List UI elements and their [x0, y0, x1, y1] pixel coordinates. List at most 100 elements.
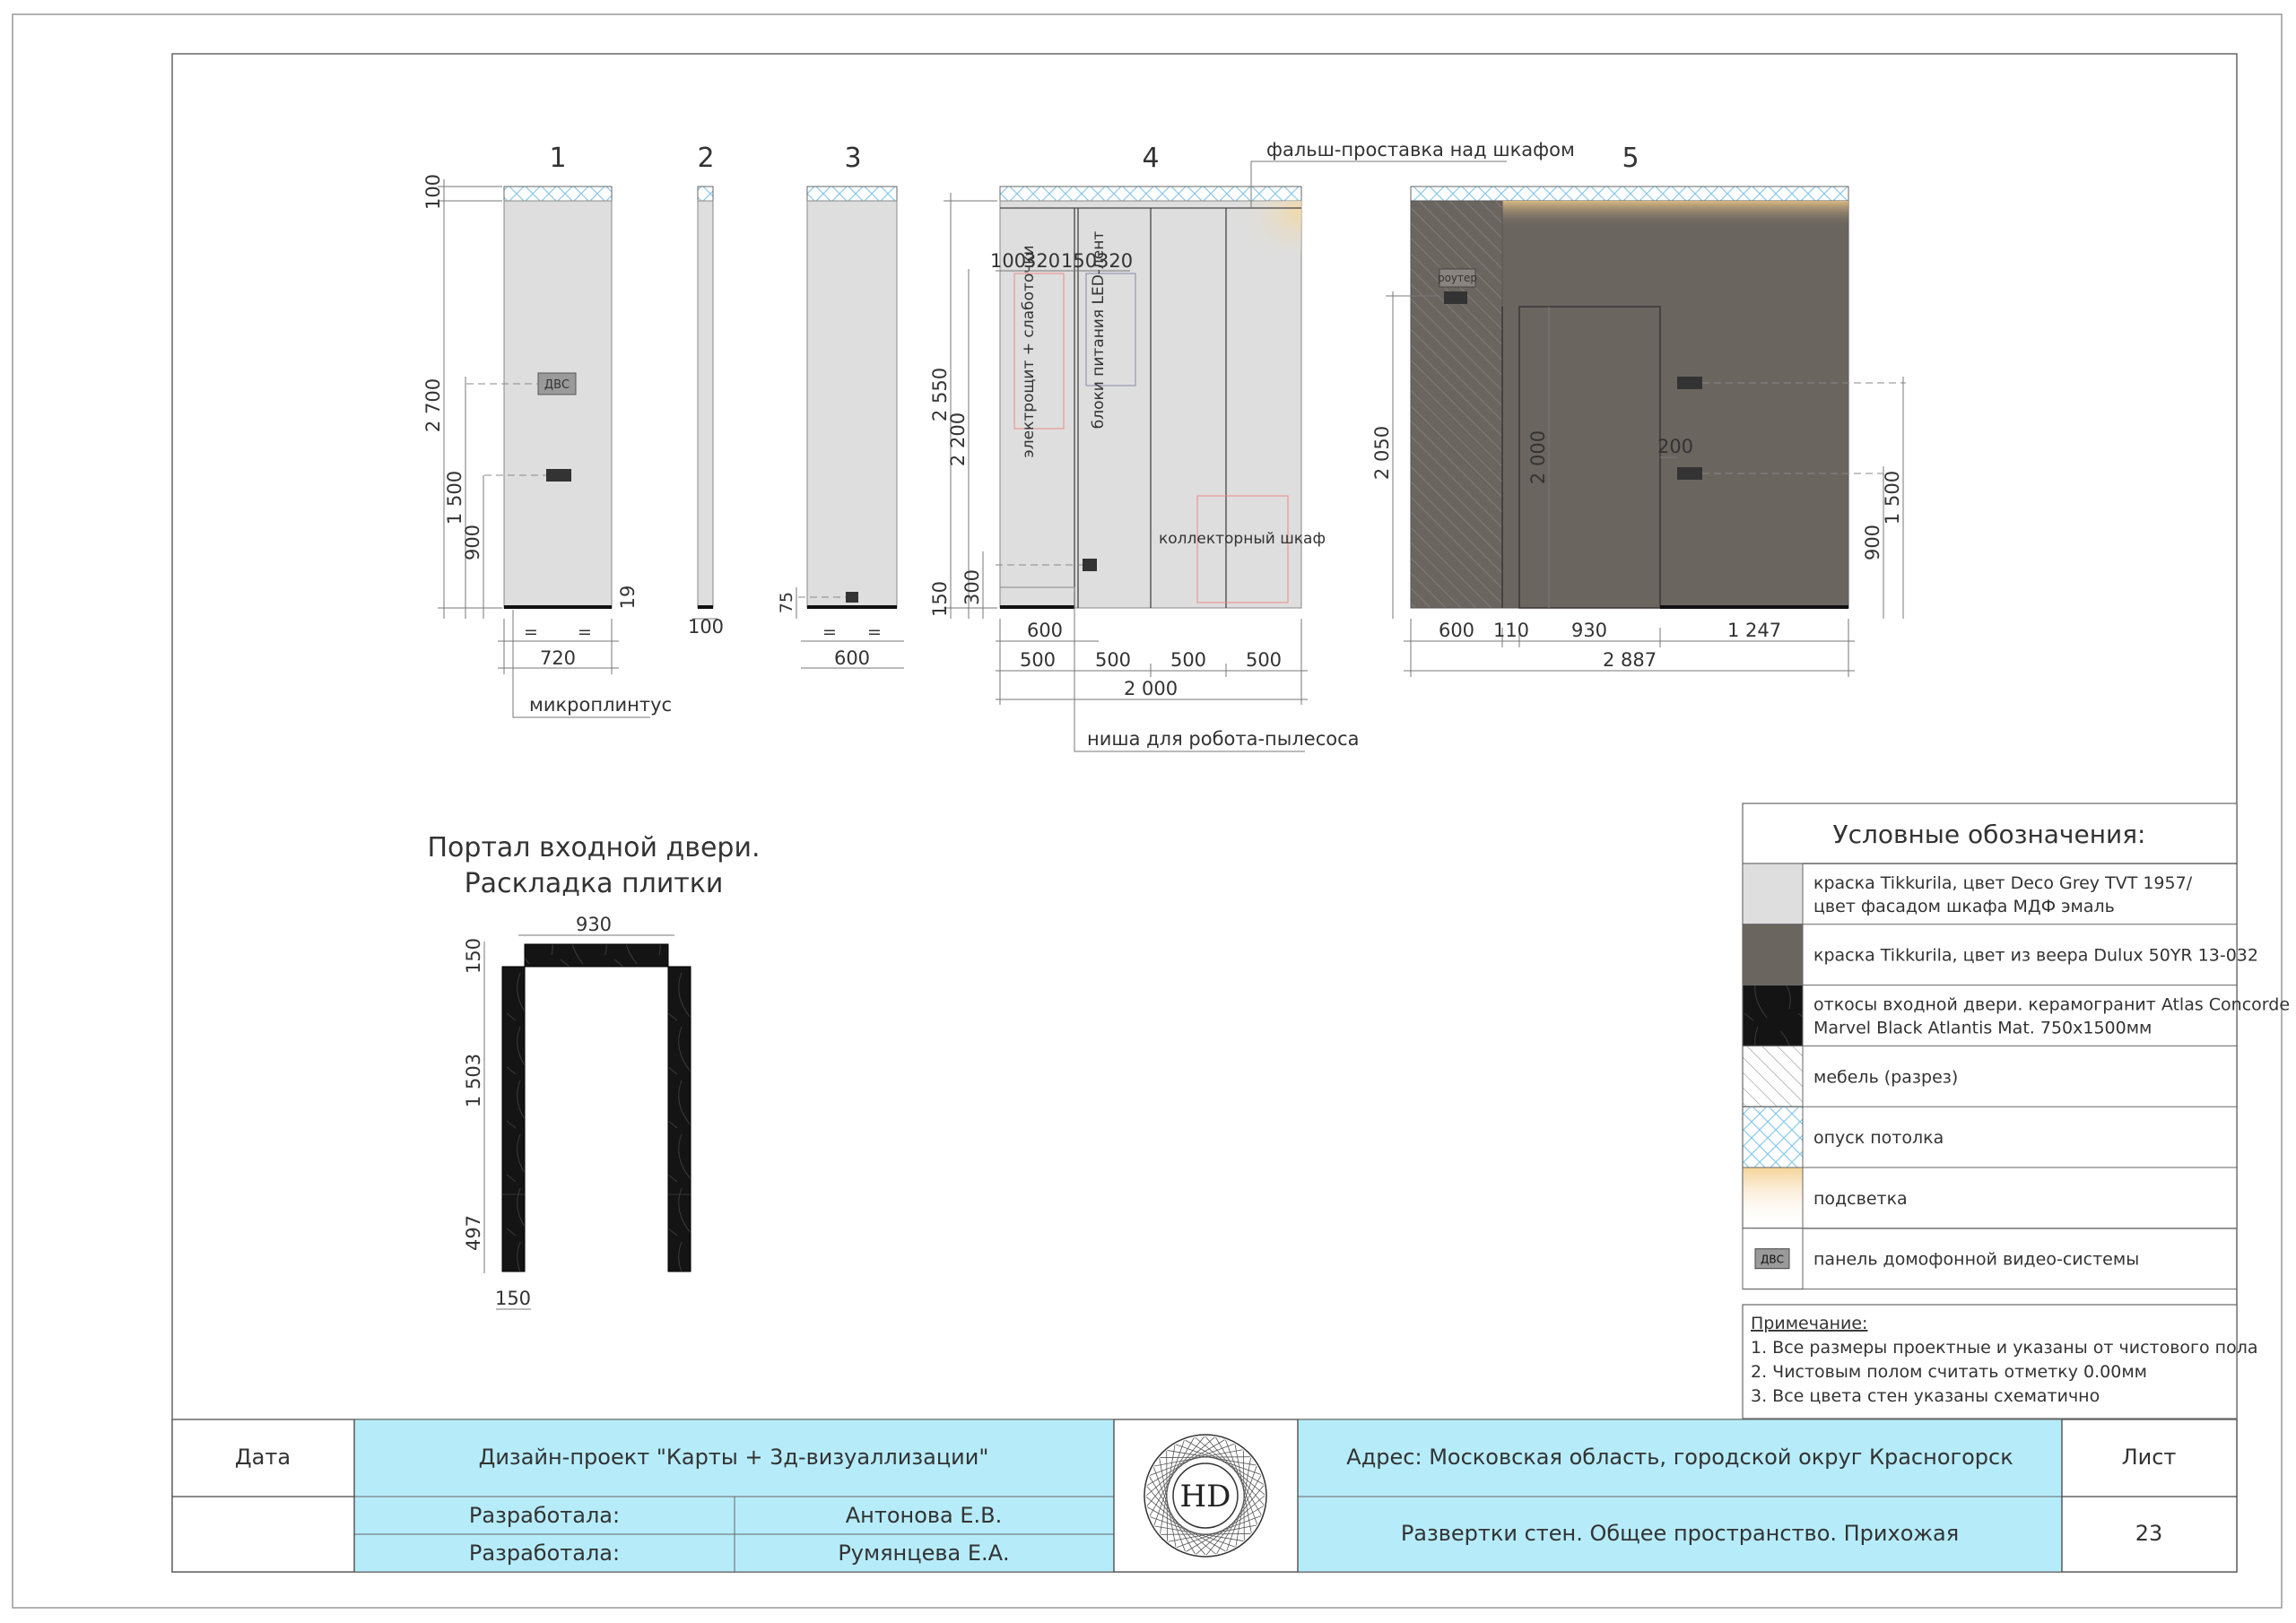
- portal-title-1: Портал входной двери.: [427, 832, 760, 864]
- portal-title-2: Раскладка плитки: [465, 868, 724, 899]
- dim-200: 200: [1657, 436, 1693, 457]
- stamp-dev2-label: Разработала:: [469, 1541, 620, 1566]
- note-2: 2. Чистовым полом считать отметку 0.00мм: [1751, 1362, 2147, 1382]
- dim-100: 100: [422, 174, 444, 210]
- dim-1500-e5: 1 500: [1882, 471, 1903, 525]
- dim-150-e4v: 150: [929, 581, 951, 617]
- dim-2200: 2 200: [947, 412, 969, 466]
- legend-text: опуск потолка: [1813, 1128, 1944, 1148]
- socket-3: [846, 592, 858, 603]
- legend-swatch: [1742, 924, 1804, 986]
- niche-note: ниша для робота-пылесоса: [1087, 728, 1360, 750]
- furniture-section: [1410, 200, 1503, 609]
- elevation-label-3: 3: [844, 143, 861, 174]
- dim-19: 19: [617, 586, 639, 610]
- stamp-sheet-label: Лист: [2122, 1445, 2177, 1470]
- legend-text: Marvel Black Atlantis Mat. 750х1500мм: [1813, 1019, 2152, 1038]
- dim-eq-1: =: [524, 622, 538, 642]
- legend-swatch: [1742, 1167, 1804, 1229]
- legend-swatch: [1742, 1106, 1804, 1168]
- dim-300: 300: [961, 569, 983, 605]
- legend-text: откосы входной двери. керамогранит Atlas…: [1813, 995, 2290, 1015]
- dim-100-e4: 100: [990, 250, 1026, 272]
- router-label: роутер: [1438, 272, 1477, 284]
- elevation-label-4: 4: [1142, 143, 1159, 174]
- dim-930-e5: 930: [1571, 620, 1607, 641]
- dim-75: 75: [777, 592, 796, 613]
- dim-150-portal: 150: [463, 938, 484, 974]
- dim-eq-3b: =: [867, 622, 882, 642]
- legend-text: подсветка: [1813, 1189, 1908, 1209]
- stamp-sheet-title: Развертки стен. Общее пространство. Прих…: [1401, 1521, 1959, 1546]
- dim-600-e4: 600: [1027, 620, 1063, 641]
- dim-2700: 2 700: [422, 378, 444, 432]
- dim-150-e4: 150: [1061, 250, 1097, 272]
- dim-500b: 500: [1095, 649, 1131, 671]
- elevation-label-2: 2: [697, 143, 714, 174]
- logo-text: HD: [1180, 1479, 1231, 1515]
- ceiling-drop-1: [503, 186, 613, 202]
- dim-600-e3: 600: [834, 647, 870, 669]
- dim-900-e5: 900: [1862, 525, 1883, 560]
- notes-heading: Примечание:: [1751, 1314, 1867, 1333]
- stamp-dev2-name: Румянцева Е.А.: [838, 1541, 1009, 1566]
- dim-720: 720: [540, 647, 576, 669]
- legend-swatch: [1742, 985, 1804, 1046]
- panel-box: [1013, 273, 1065, 430]
- stamp-sheet-number: 23: [2135, 1521, 2163, 1546]
- dim-2000-e5: 2 000: [1527, 430, 1549, 484]
- dim-500a: 500: [1020, 649, 1056, 671]
- dim-2550: 2 550: [929, 368, 951, 421]
- intercom-panel: [537, 372, 577, 395]
- false-spacer-note: фальш-проставка над шкафом: [1266, 139, 1575, 161]
- elevation-label-5: 5: [1622, 143, 1639, 174]
- dim-930-portal: 930: [576, 914, 612, 935]
- portal-right-tile: [667, 966, 691, 1272]
- legend-text: панель домофонной видео-системы: [1813, 1250, 2139, 1270]
- dim-600-e5: 600: [1439, 620, 1474, 641]
- wall-1: [503, 200, 613, 609]
- stamp-dev1-name: Антонова Е.В.: [846, 1503, 1003, 1528]
- legend-text: цвет фасадом шкафа МДФ эмаль: [1813, 897, 2115, 916]
- door-portal: Портал входной двери. Раскладка плитки 9…: [427, 832, 761, 1310]
- collector-box: [1196, 495, 1289, 603]
- portal-top-tile: [524, 943, 669, 968]
- title-block: Дата Дизайн-проект "Карты + 3д-визуаллиз…: [171, 1419, 2238, 1573]
- elevation-label-1: 1: [549, 143, 566, 174]
- legend-row: подсветка: [1742, 1167, 2237, 1229]
- dim-eq-3a: =: [822, 622, 837, 642]
- dim-320b: 320: [1097, 250, 1133, 272]
- elevation-4: электрощит + слаботочки блоки питания LE…: [929, 139, 1575, 752]
- dim-900: 900: [462, 525, 483, 560]
- dim-1247: 1 247: [1727, 620, 1781, 641]
- legend-swatch: [1742, 863, 1804, 925]
- note-1: 1. Все размеры проектные и указаны от чи…: [1751, 1338, 2258, 1358]
- note-3: 3. Все цвета стен указаны схематично: [1751, 1386, 2100, 1406]
- micro-plinth: [504, 605, 612, 609]
- legend-row: откосы входной двери. керамогранит Atlas…: [1742, 985, 2290, 1046]
- legend-text: краска Tikkurila, цвет Deco Grey TVT 195…: [1813, 873, 2193, 893]
- stamp-date-label: Дата: [235, 1445, 291, 1470]
- socket-5a: [1677, 377, 1702, 389]
- dim-497: 497: [463, 1215, 484, 1251]
- dim-2887: 2 887: [1603, 649, 1657, 671]
- portal-left-tile: [501, 966, 526, 1272]
- plinth-note: микроплинтус: [529, 694, 672, 716]
- router-socket: [1444, 291, 1467, 304]
- stamp-dev1-label: Разработала:: [469, 1503, 620, 1528]
- router-box: [1439, 268, 1476, 288]
- dim-150-bottom: 150: [495, 1288, 531, 1309]
- legend-row: краска Tikkurila, цвет из веера Dulux 50…: [1742, 924, 2258, 986]
- wall-3: [806, 200, 898, 609]
- legend-row: краска Tikkurila, цвет Deco Grey TVT 195…: [1742, 863, 2237, 925]
- dim-eq-2: =: [578, 622, 592, 642]
- led-box: [1085, 273, 1136, 386]
- backlight-strip: [1502, 201, 1848, 228]
- led-box-label: блоки питания LED-лент: [1090, 231, 1108, 430]
- dim-1500: 1 500: [444, 471, 465, 525]
- outer-frame: [12, 13, 2283, 1609]
- legend-title: Условные обозначения:: [1833, 820, 2146, 849]
- socket-1: [546, 469, 571, 482]
